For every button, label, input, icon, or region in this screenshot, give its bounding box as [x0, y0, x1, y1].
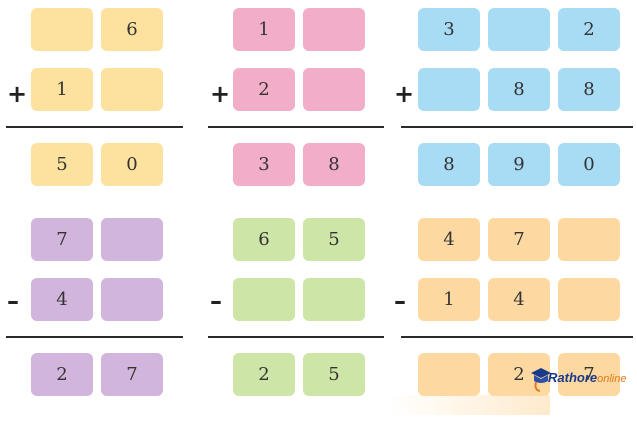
digit-box[interactable]: 4: [488, 278, 550, 321]
digit-box[interactable]: [101, 278, 163, 321]
difference-line: [6, 336, 183, 338]
minus-sign: –: [394, 287, 406, 315]
digit-box[interactable]: 5: [31, 143, 93, 186]
digit-box[interactable]: 6: [233, 218, 295, 261]
digit-box[interactable]: 0: [558, 143, 620, 186]
digit-box[interactable]: 1: [31, 68, 93, 111]
digit-box[interactable]: [101, 68, 163, 111]
watermark-suffix: online: [597, 373, 627, 385]
digit-box[interactable]: 1: [418, 278, 480, 321]
digit-box[interactable]: [418, 353, 480, 396]
digit-box[interactable]: [303, 8, 365, 51]
digit-box[interactable]: [558, 218, 620, 261]
minus-sign: –: [210, 287, 222, 315]
digit-box[interactable]: 8: [488, 68, 550, 111]
digit-box[interactable]: [303, 278, 365, 321]
plus-sign: +: [210, 80, 231, 108]
sum-line: [6, 126, 183, 128]
digit-box[interactable]: [233, 278, 295, 321]
digit-box[interactable]: 7: [31, 218, 93, 261]
plus-sign: +: [394, 80, 415, 108]
digit-box[interactable]: [303, 68, 365, 111]
plus-sign: +: [7, 80, 28, 108]
digit-box[interactable]: 7: [558, 353, 620, 396]
digit-box[interactable]: [418, 68, 480, 111]
digit-box[interactable]: 8: [558, 68, 620, 111]
digit-box[interactable]: 8: [303, 143, 365, 186]
digit-box[interactable]: 2: [558, 8, 620, 51]
watermark-fade: [390, 395, 550, 415]
digit-box[interactable]: 3: [418, 8, 480, 51]
sum-line: [401, 126, 633, 128]
digit-box[interactable]: 2: [31, 353, 93, 396]
minus-sign: –: [7, 287, 19, 315]
digit-box[interactable]: 1: [233, 8, 295, 51]
digit-box[interactable]: 2: [233, 353, 295, 396]
digit-box[interactable]: 6: [101, 8, 163, 51]
difference-line: [401, 336, 633, 338]
digit-box[interactable]: [488, 8, 550, 51]
watermark-brand: Rathore: [548, 370, 598, 385]
digit-box[interactable]: 4: [418, 218, 480, 261]
digit-box[interactable]: 5: [303, 218, 365, 261]
digit-box[interactable]: [101, 218, 163, 261]
digit-box[interactable]: 0: [101, 143, 163, 186]
digit-box[interactable]: 4: [31, 278, 93, 321]
difference-line: [208, 336, 384, 338]
watermark-logo: Rathoreonline: [530, 362, 630, 402]
digit-box[interactable]: 7: [488, 218, 550, 261]
digit-box[interactable]: 9: [488, 143, 550, 186]
digit-box[interactable]: 8: [418, 143, 480, 186]
digit-box[interactable]: 7: [101, 353, 163, 396]
graduation-cap-icon: [531, 368, 551, 392]
digit-box[interactable]: [31, 8, 93, 51]
watermark-text: Rathoreonline: [548, 370, 626, 385]
digit-box[interactable]: 5: [303, 353, 365, 396]
digit-box[interactable]: 2: [233, 68, 295, 111]
sum-line: [208, 126, 384, 128]
digit-box[interactable]: [558, 278, 620, 321]
digit-box[interactable]: 3: [233, 143, 295, 186]
